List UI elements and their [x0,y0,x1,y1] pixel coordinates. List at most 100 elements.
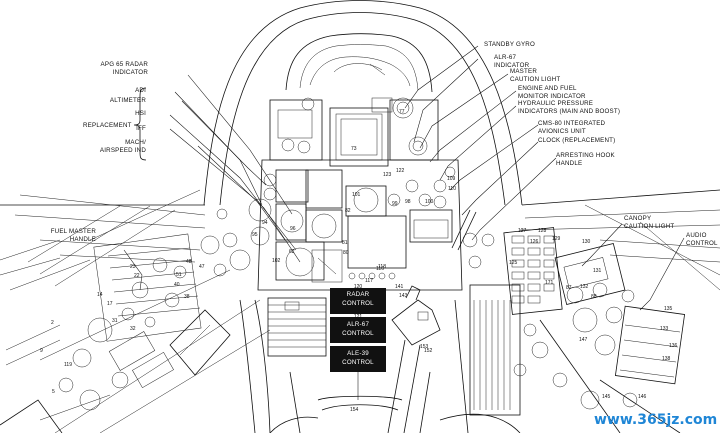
callout-master: CAUTION LIGHT [510,76,560,83]
item-number-2: 2 [51,320,54,326]
replacement-brace [133,87,147,161]
callout-alr67: ALR-67 [494,54,517,61]
item-number-110: 110 [448,186,456,192]
control-label-alr: ALR-67 [347,321,370,328]
item-number-145: 145 [602,394,611,400]
callout-apg: INDICATOR [113,69,149,76]
item-number-47: 47 [199,264,205,270]
item-number-14: 14 [97,292,103,298]
callout-cms: CMS-80 INTEGRATED [538,120,606,127]
item-number-116: 116 [376,266,384,272]
item-number-132: 132 [580,284,589,290]
canopy-frame [203,0,523,206]
item-number-40: 40 [174,282,180,288]
item-number-125: 125 [509,260,518,266]
callout-canopy: CAUTION LIGHT [624,223,674,230]
item-number-138: 138 [662,356,671,362]
callout-alr67: INDICATOR [494,62,530,69]
item-number-154: 154 [350,407,359,413]
center-control-boxes [267,288,386,372]
watermark: www.365jz.com [594,412,717,428]
callout-engine: MONITOR INDICATOR [518,93,586,100]
item-number-171: 171 [545,280,554,286]
callout-audio: CONTROL [686,240,718,247]
item-number-88: 88 [591,294,597,300]
item-number-95: 95 [252,232,258,238]
control-number-radar: 120 [354,284,363,290]
item-number-123: 123 [383,172,392,178]
item-number-96: 96 [290,226,296,232]
item-number-38: 38 [184,294,190,300]
item-number-143: 143 [399,293,408,299]
item-number-131: 131 [593,268,602,274]
item-number-99: 99 [392,201,398,207]
callout-master: MASTER [510,68,537,75]
callout-clock: CLOCK (REPLACEMENT) [538,137,615,144]
item-number-77: 77 [399,109,405,115]
item-number-128: 128 [538,228,547,234]
leader-lines [123,45,685,400]
callout-hook: HANDLE [556,160,582,167]
item-number-32: 32 [130,326,136,332]
callout-iff: IFF [136,125,146,132]
item-number-152: 152 [424,348,433,354]
item-number-87: 87 [566,285,572,291]
item-number-146: 146 [638,394,647,400]
control-label-radar: CONTROL [342,300,374,307]
callout-hsi: HSI [135,110,146,117]
item-number-127: 127 [518,228,527,234]
item-number-136: 136 [669,343,678,349]
item-number-51: 51 [176,272,182,278]
item-number-135: 135 [664,306,673,312]
item-number-118: 118 [378,264,386,270]
item-number-102: 102 [272,258,281,264]
item-number-147: 147 [579,337,588,343]
item-number-126: 126 [530,239,539,245]
control-stick [269,285,521,433]
item-number-23: 23 [130,264,136,270]
callout-hook: ARRESTING HOOK [556,152,616,159]
item-number-17: 17 [107,301,113,307]
item-number-119: 119 [64,362,72,368]
item-number-94: 94 [262,220,268,226]
callout-altimeter: ALTIMETER [110,97,146,104]
item-number-48: 48 [186,259,192,265]
item-number-80: 80 [343,250,349,256]
right-callouts: STANDBY GYROALR-67INDICATORMASTERCAUTION… [484,41,718,247]
callout-mach: AIRSPEED IND [100,147,146,154]
item-number-22: 22 [134,273,140,279]
callout-fuel: FUEL MASTER [51,228,97,235]
replacement-label: REPLACEMENT [83,122,132,129]
callout-hyd: HYDRAULIC PRESSURE [518,100,593,107]
item-number-100: 100 [425,199,434,205]
callout-standby: STANDBY GYRO [484,41,535,48]
item-number-117: 117 [365,278,373,284]
control-number-alr: 121 [354,314,363,320]
callout-mach: MACH/ [125,139,146,146]
right-side-structure [451,189,720,433]
callout-engine: ENGINE AND FUEL [518,85,577,92]
left-callouts: APG 65 RADARINDICATORADIALTIMETERHSIIFFM… [51,61,149,243]
item-number-31: 31 [112,318,118,324]
control-label-ale: CONTROL [342,359,374,366]
item-number-109: 109 [447,176,456,182]
left-side-structure [0,189,271,433]
control-label-ale: ALE-39 [347,350,369,357]
item-number-5: 5 [52,389,55,395]
item-number-122: 122 [396,168,405,174]
center-control-labels: 120RADARCONTROL121ALR-67CONTROLALE-39CON… [342,284,374,366]
item-number-62: 62 [289,249,295,255]
instrument-panel [248,97,463,291]
callout-apg: APG 65 RADAR [101,61,149,68]
callout-hyd: INDICATORS (MAIN AND BOOST) [518,108,620,115]
item-number-73: 73 [351,146,357,152]
callout-audio: AUDIO [686,232,707,239]
item-number-129: 129 [552,236,561,242]
item-number-82: 82 [345,208,351,214]
item-number-98: 98 [405,199,411,205]
item-number-133: 133 [660,326,669,332]
callout-fuel: HANDLE [70,236,96,243]
